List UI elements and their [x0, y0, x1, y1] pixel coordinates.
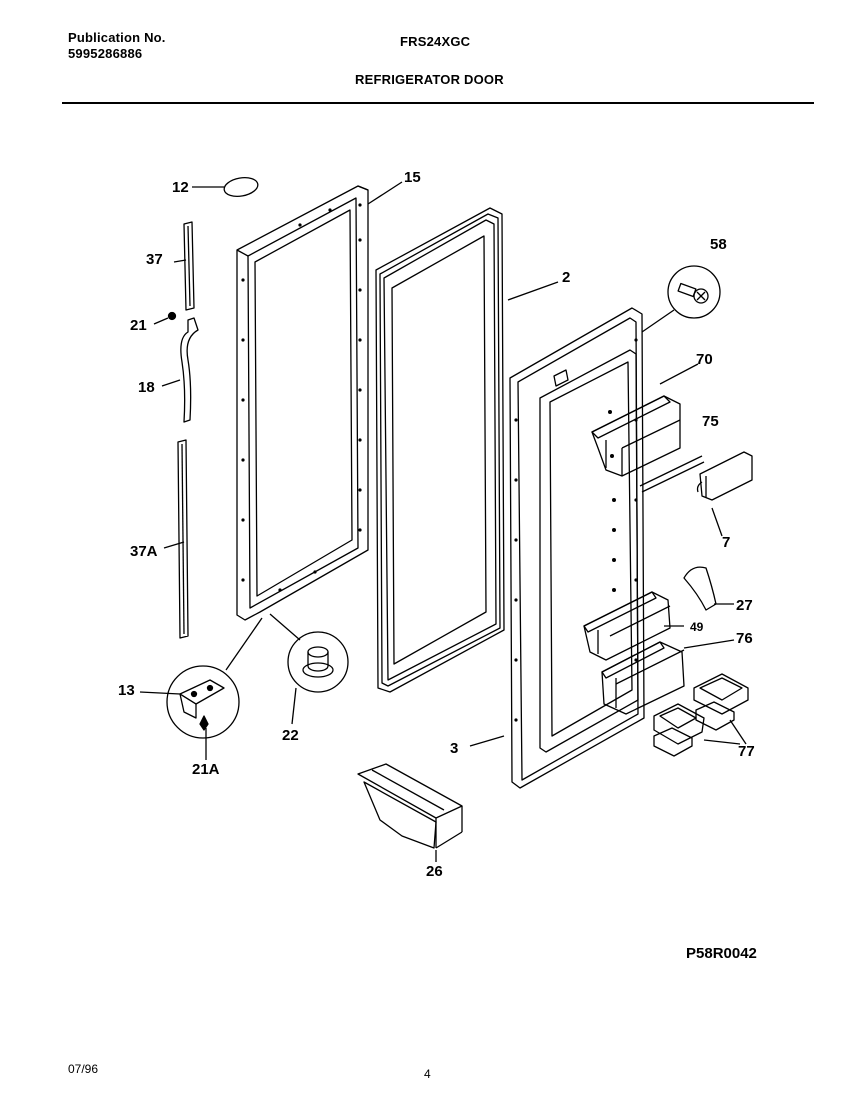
page-title: REFRIGERATOR DOOR	[355, 72, 504, 87]
part-75-shelf-rail	[639, 455, 705, 493]
part-27-end-cap	[683, 566, 717, 611]
callout-49: 49	[690, 620, 704, 634]
part-18-handle	[161, 317, 199, 423]
callout-labels: 12 15 37 21 18 37A 13 22 21A 2 58 70 75 …	[118, 169, 755, 880]
part-22-bushing	[269, 613, 349, 725]
callout-37a: 37A	[130, 543, 158, 560]
part-49-door-bin	[583, 591, 671, 661]
callout-76: 76	[736, 630, 753, 647]
part-12-plug	[223, 177, 259, 197]
part-3-door-liner	[509, 307, 645, 789]
callout-26: 26	[426, 863, 443, 880]
callout-2: 2	[562, 269, 570, 286]
part-21-screw	[153, 311, 177, 325]
publication-number: 5995286886	[68, 46, 143, 61]
part-76-bottom-bin	[601, 641, 685, 715]
callout-27: 27	[736, 597, 753, 614]
callout-12: 12	[172, 179, 189, 196]
part-15-door-frame	[236, 185, 369, 621]
page-number: 4	[424, 1067, 431, 1081]
leader-lines	[192, 181, 747, 862]
part-77-cup-holders	[653, 673, 749, 757]
callout-58: 58	[710, 236, 727, 253]
callout-13: 13	[118, 682, 135, 699]
part-26-bin	[357, 763, 463, 849]
part-37-handle-trim	[173, 221, 195, 311]
callout-22: 22	[282, 727, 299, 744]
part-7-dairy-door	[696, 451, 753, 501]
part-13-hinge	[139, 617, 263, 760]
print-date: 07/96	[68, 1062, 99, 1076]
model-number: FRS24XGC	[400, 34, 471, 49]
callout-21a: 21A	[192, 761, 220, 778]
callout-37: 37	[146, 251, 163, 268]
publication-label: Publication No.	[68, 30, 166, 45]
callout-3: 3	[450, 740, 458, 757]
callout-70: 70	[696, 351, 713, 368]
callout-18: 18	[138, 379, 155, 396]
callout-77: 77	[738, 743, 755, 760]
drawing-code: P58R0042	[686, 945, 757, 962]
callout-21: 21	[130, 317, 147, 334]
part-58-screw	[641, 265, 721, 333]
callout-15: 15	[404, 169, 421, 186]
callout-7: 7	[722, 534, 730, 551]
part-37a-handle-trim	[163, 439, 189, 639]
header-rule	[62, 102, 814, 104]
part-2-gasket	[375, 207, 505, 693]
callout-75: 75	[702, 413, 719, 430]
part-70-upper-shelf	[591, 395, 681, 477]
